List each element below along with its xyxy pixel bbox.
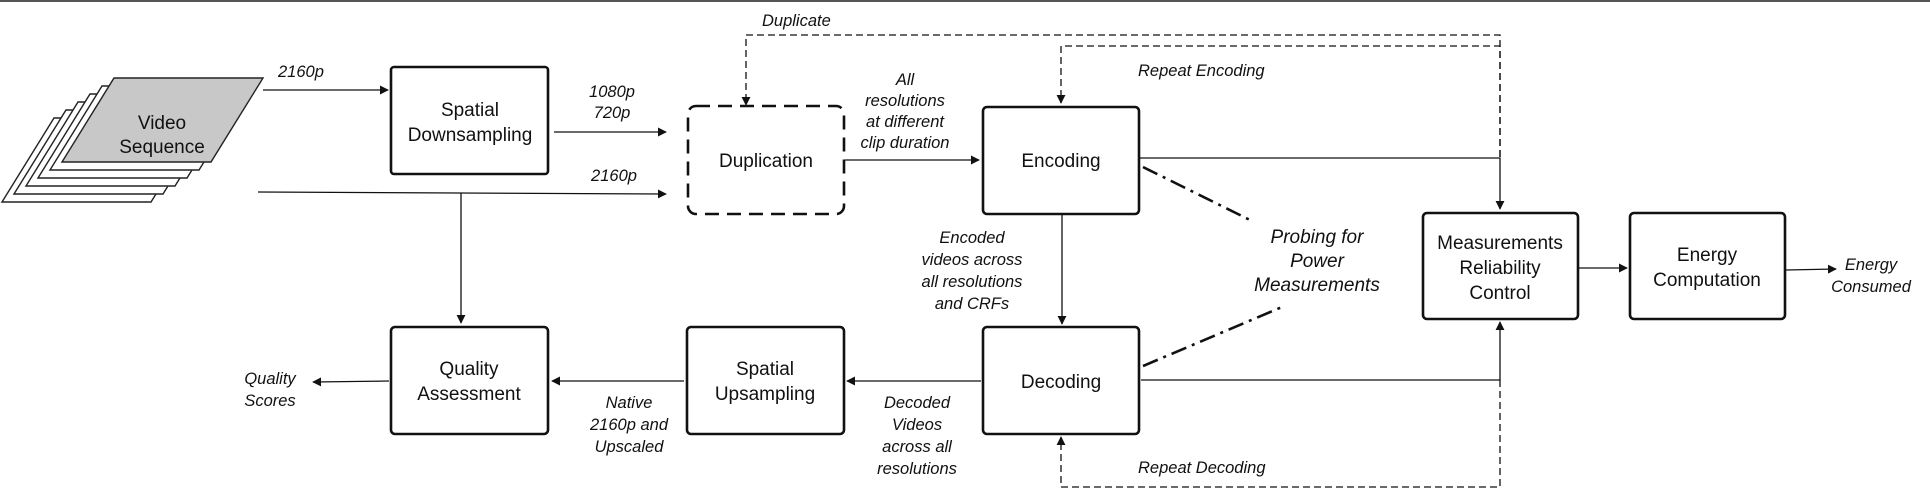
sequence-sheet-top (60, 77, 265, 163)
box-label: Duplication (719, 151, 813, 172)
arrow-quality-to-scores (312, 377, 390, 387)
box-label: Decoding (1021, 372, 1101, 393)
box-spatial-upsampling: Spatial Upsampling (685, 325, 846, 436)
label-line: clip duration (861, 134, 950, 152)
label-line: Scores (244, 392, 295, 410)
arrow-decoding-to-reliability (1141, 321, 1505, 381)
label-line: resolutions (877, 460, 957, 478)
box-label: Measurements (1437, 233, 1563, 254)
arrow-encoding-to-reliability (1140, 157, 1505, 210)
video-sequence-stack: Video Sequence (0, 77, 265, 203)
box-label: Energy (1677, 245, 1738, 266)
label-line: Encoded (939, 229, 1005, 247)
label-line: Quality (244, 370, 297, 388)
label-probing: Probing for Power Measurements (1254, 227, 1380, 296)
label-line: and CRFs (935, 295, 1009, 313)
label-line: at different (866, 113, 945, 131)
label-line: Videos (892, 416, 942, 434)
label-duplicate: Duplicate (762, 12, 831, 30)
label-line: videos across (922, 251, 1023, 269)
box-label: Reliability (1459, 258, 1541, 279)
probe-encoding-line (1142, 165, 1255, 224)
box-quality-assessment: Quality Assessment (389, 325, 550, 436)
box-spatial-downsampling: Spatial Downsampling (389, 65, 550, 176)
label-line: Consumed (1831, 278, 1912, 296)
label-line: all resolutions (922, 273, 1023, 291)
box-label: Assessment (417, 384, 521, 405)
label-native-upscaled: Native 2160p and Upscaled (589, 394, 669, 456)
label-repeat-encoding: Repeat Encoding (1138, 62, 1265, 80)
box-label: Quality (439, 359, 499, 380)
box-label: Upsampling (715, 384, 815, 405)
box-label: Computation (1653, 270, 1761, 291)
box-label: Downsampling (408, 125, 533, 146)
label-decoded-videos: Decoded Videos across all resolutions (877, 394, 957, 478)
video-sequence-label: Video (138, 113, 186, 134)
box-decoding: Decoding (981, 325, 1141, 436)
box-duplication: Duplication (686, 104, 846, 216)
label-line: All (895, 71, 916, 89)
label-repeat-decoding: Repeat Decoding (1138, 459, 1266, 477)
label-quality-scores: Quality Scores (244, 370, 297, 410)
label-line: Measurements (1254, 275, 1380, 296)
box-measurements-reliability-control: Measurements Reliability Control (1421, 211, 1580, 321)
arrow-bypass-to-duplication (257, 189, 667, 199)
box-label: Control (1469, 283, 1530, 304)
label-energy-consumed: Energy Consumed (1831, 256, 1912, 296)
video-sequence-label: Sequence (119, 137, 205, 158)
probe-decoding-line (1142, 305, 1283, 368)
label-line: Native (606, 394, 653, 412)
label-line: Energy (1845, 256, 1899, 274)
top-border (0, 0, 1930, 2)
box-encoding: Encoding (981, 105, 1141, 216)
label-line: across all (882, 438, 953, 456)
label-encoded-videos: Encoded videos across all resolutions an… (922, 229, 1023, 313)
repeat-encoding-loop (1056, 45, 1501, 157)
feedback-loops (741, 34, 1501, 488)
label-input-2160p: 2160p (277, 63, 324, 81)
label-line: Power (1290, 251, 1345, 272)
box-label: Spatial (441, 100, 499, 121)
label-line: Probing for (1271, 227, 1365, 248)
label-1080p: 1080p (589, 83, 635, 101)
label-line: resolutions (865, 92, 945, 110)
label-line: 2160p and (589, 416, 669, 434)
label-all-resolutions: All resolutions at different clip durati… (861, 71, 950, 152)
label-line: Decoded (884, 394, 951, 412)
box-label: Spatial (736, 359, 794, 380)
label-720p: 720p (594, 104, 631, 122)
label-bypass-2160p: 2160p (590, 167, 637, 185)
box-label: Encoding (1021, 151, 1100, 172)
arrow-energy-to-consumed (1785, 264, 1837, 274)
label-line: Upscaled (595, 438, 665, 456)
box-energy-computation: Energy Computation (1628, 211, 1787, 321)
